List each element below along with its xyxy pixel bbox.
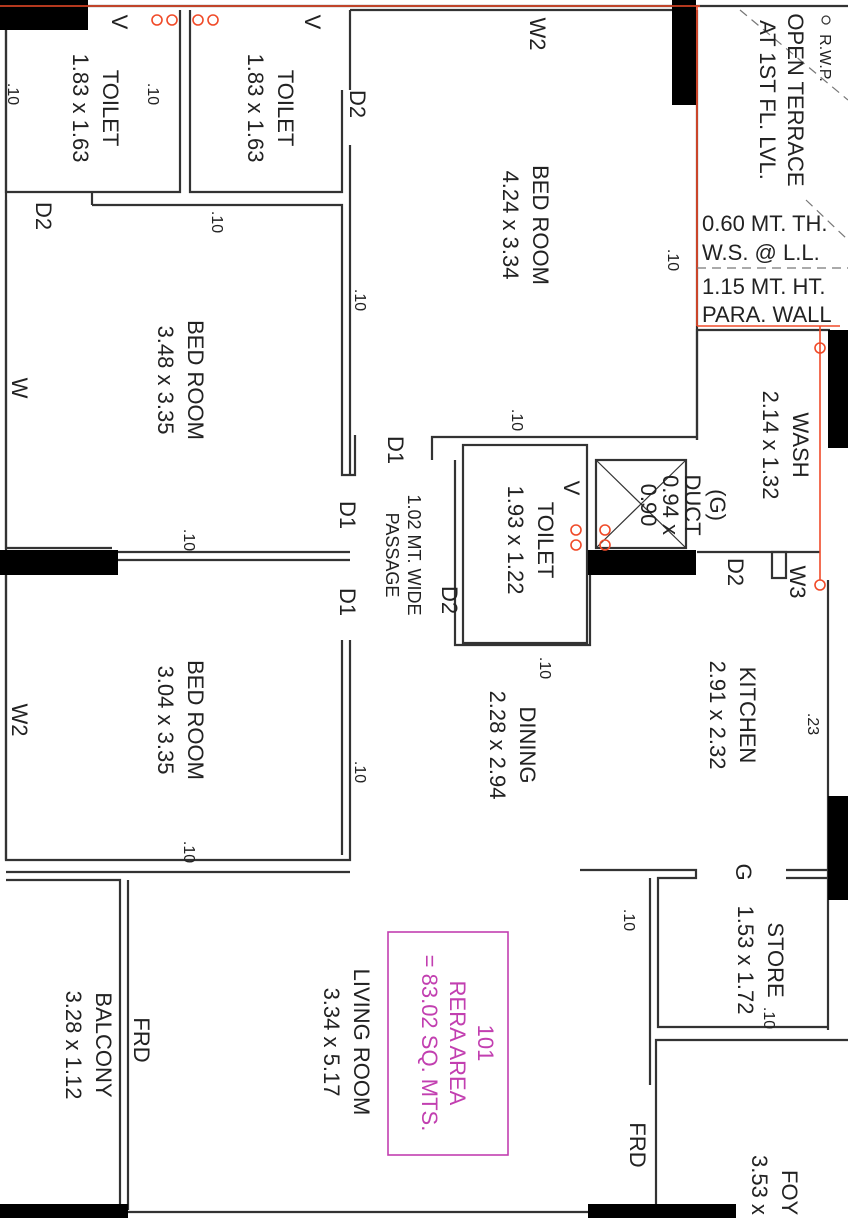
toilet-a-name: TOILET [98, 70, 123, 147]
terrace-line-5: 1.15 MT. HT. [702, 274, 825, 299]
dim-5: .10 [664, 249, 681, 271]
foyer-name: FOY [777, 1170, 802, 1216]
tag-d2-a: D2 [345, 90, 370, 118]
tag-v-b: V [300, 15, 325, 30]
tag-v-c: V [559, 481, 584, 496]
dim-10: .10 [180, 841, 197, 863]
plumbing-lines [0, 5, 840, 591]
bed-low-size: 3.04 x 3.35 [153, 666, 178, 775]
balcony-size: 3.28 x 1.12 [61, 991, 86, 1100]
terrace-line-6: PARA. WALL [702, 302, 832, 327]
wash-name: WASH [788, 412, 813, 477]
bed-mid-name: BED ROOM [183, 320, 208, 440]
bed-top-name: BED ROOM [528, 165, 553, 285]
room-labels: TOILET 1.83 x 1.63 TOILET 1.83 x 1.63 BE… [61, 13, 833, 1215]
passage-line-1: 1.02 MT. WIDE [404, 494, 424, 615]
balcony-name: BALCONY [91, 992, 116, 1097]
living-size: 3.34 x 5.17 [319, 988, 344, 1097]
store-name: STORE [763, 922, 788, 997]
duct-g-label: (G) [705, 489, 730, 521]
dim-1: .10 [4, 83, 21, 105]
toilet-b-size: 1.83 x 1.63 [243, 54, 268, 163]
bed-mid-size: 3.48 x 3.35 [153, 326, 178, 435]
toilet-a-size: 1.83 x 1.63 [68, 54, 93, 163]
dim-11: .10 [620, 909, 637, 931]
rera-line-1: RERA AREA [445, 981, 470, 1106]
toilet-c-size: 1.93 x 1.22 [503, 486, 528, 595]
tag-d1-a: D1 [383, 436, 408, 464]
rwp-circle [821, 15, 831, 25]
dim-4: .10 [351, 289, 368, 311]
tag-w-mid: W [7, 378, 32, 399]
terrace-line-2: AT 1ST FL. LVL. [755, 20, 780, 180]
rera-box: 101 RERA AREA = 83.02 SQ. MTS. [387, 931, 509, 1156]
passage-line-2: PASSAGE [382, 513, 402, 598]
kitchen-size: 2.91 x 2.32 [705, 661, 730, 770]
terrace-line-4: W.S. @ L.L. [702, 240, 820, 265]
toilet-c-name: TOILET [533, 502, 558, 579]
duct-name: DUCT [680, 474, 705, 535]
foyer-size: 3.53 x [747, 1155, 772, 1215]
rera-line-2: = 83.02 SQ. MTS. [417, 955, 442, 1132]
terrace-dashes [697, 9, 848, 269]
terrace-line-3: 0.60 MT. TH. [702, 211, 828, 236]
rwp-label: R.W.P. [816, 34, 833, 82]
dining-size: 2.28 x 2.94 [485, 691, 510, 800]
dining-name: DINING [515, 707, 540, 784]
dim-7: .10 [180, 529, 197, 551]
tag-d1-b: D1 [335, 501, 360, 529]
tag-frd-b: FRD [625, 1122, 650, 1167]
store-size: 1.53 x 1.72 [733, 906, 758, 1015]
dim-6: .10 [508, 409, 525, 431]
dim-3: .10 [208, 211, 225, 233]
tag-w2-top: W2 [525, 18, 550, 51]
dimension-marks: .10 .10 .10 .10 .10 .10 .10 .10 .10 .10 … [4, 83, 821, 1029]
tag-frd-a: FRD [129, 1017, 154, 1062]
dim-9: .10 [351, 761, 368, 783]
duct-size: 0.94 x [658, 475, 683, 535]
duct-size-2: 0.90 [636, 484, 661, 527]
living-name: LIVING ROOM [349, 969, 374, 1116]
kitchen-name: KITCHEN [735, 667, 760, 764]
tag-d1-c: D1 [335, 588, 360, 616]
dim-8: .10 [536, 657, 553, 679]
opening-tags: W2 W W2 W3 D2 D2 D2 D2 D1 D1 D1 V V V G … [7, 15, 810, 1168]
dim-13: .23 [804, 713, 821, 735]
dim-14: .10 [760, 1007, 777, 1029]
toilet-b-name: TOILET [273, 70, 298, 147]
tag-d2-d: D2 [723, 558, 748, 586]
terrace-line-1: OPEN TERRACE [783, 13, 808, 186]
bed-top-size: 4.24 x 3.34 [498, 171, 523, 280]
tag-g-store: G [731, 863, 756, 880]
tag-v-a: V [107, 15, 132, 30]
tag-w3: W3 [785, 566, 810, 599]
tag-d2-c: D2 [437, 586, 462, 614]
tag-d2-b: D2 [31, 202, 56, 230]
wash-size: 2.14 x 1.32 [758, 391, 783, 500]
tag-w2-low: W2 [7, 704, 32, 737]
dim-2: .10 [144, 83, 161, 105]
rera-unit: 101 [473, 1025, 498, 1062]
bed-low-name: BED ROOM [183, 660, 208, 780]
